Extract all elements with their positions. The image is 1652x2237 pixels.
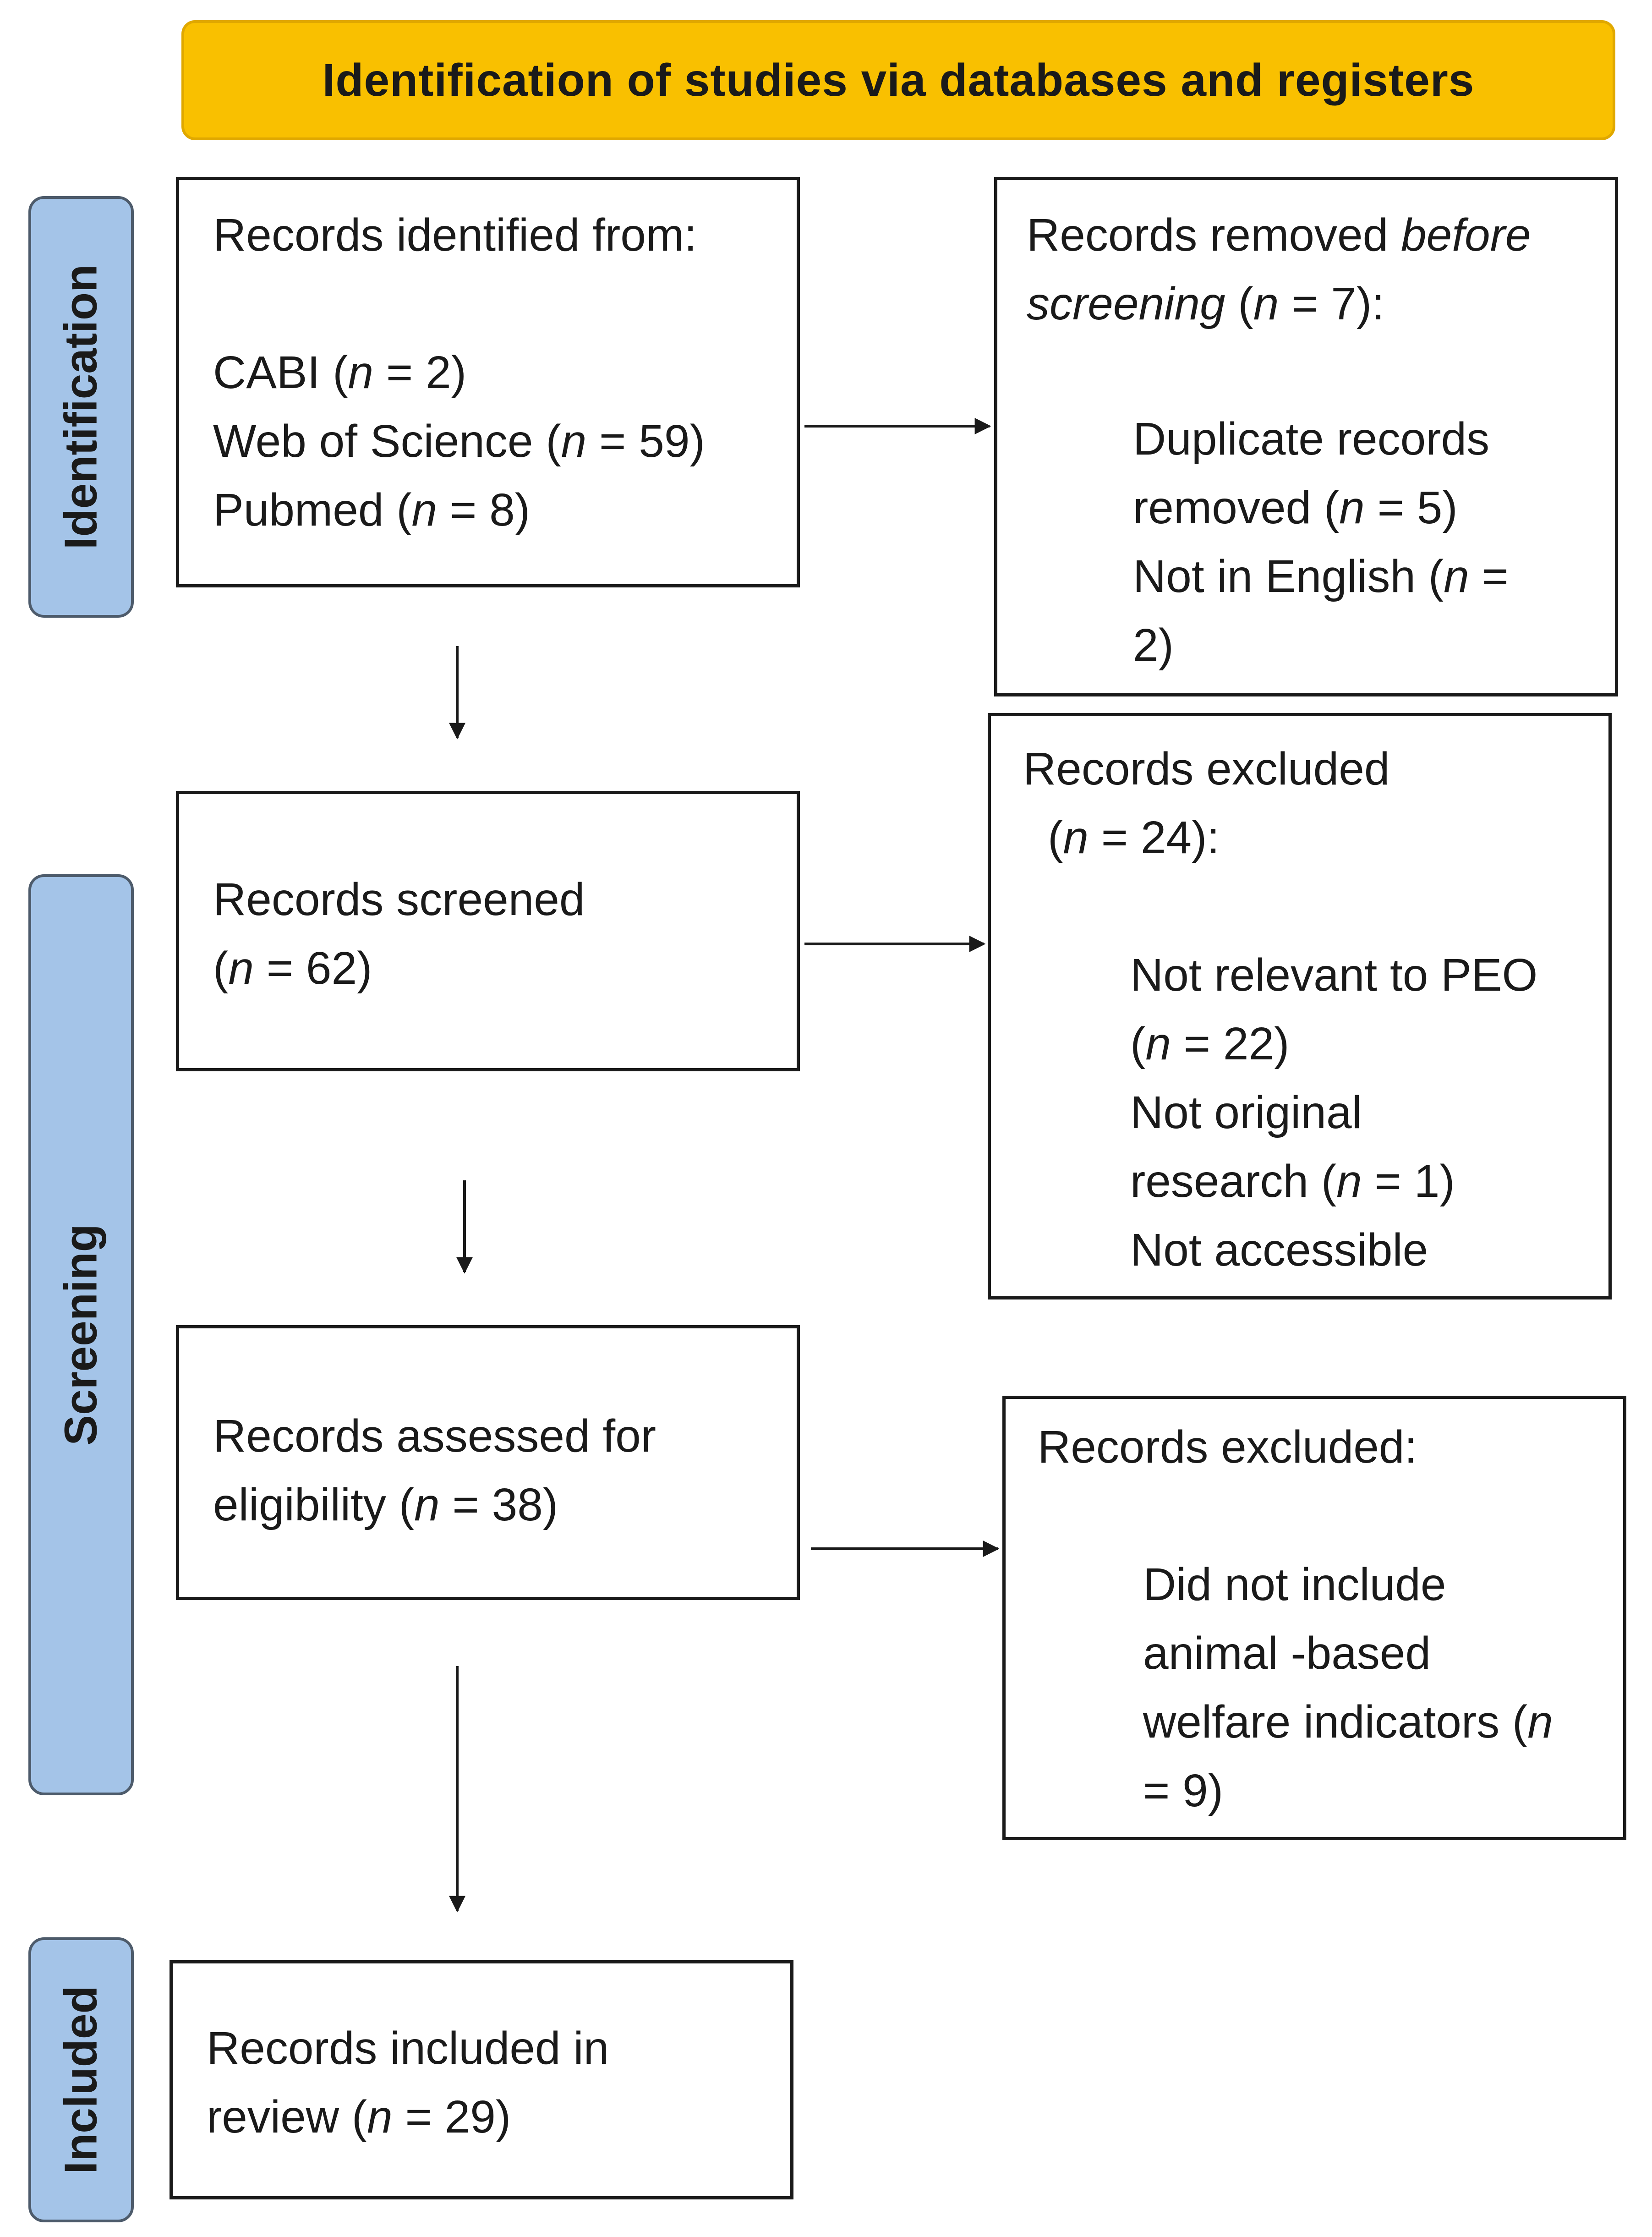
duplicates-line-1: Duplicate records: [1133, 413, 1490, 465]
web-of-science-count: Web of Science (n = 59): [213, 416, 705, 467]
records-removed-box: Records removed before screening (n = 7)…: [994, 177, 1618, 696]
records-removed-count: screening (n = 7):: [1027, 278, 1384, 329]
records-assessed-title: Records assessed for: [213, 1410, 656, 1462]
records-identified-title: Records identified from:: [213, 209, 697, 261]
not-accessible: Not accessible: [1130, 1224, 1428, 1276]
records-excluded-count: (n = 24):: [1048, 812, 1220, 863]
not-original-line-1: Not original: [1130, 1087, 1362, 1138]
header-banner: Identification of studies via databases …: [181, 20, 1615, 140]
phase-included: Included: [28, 1937, 134, 2222]
records-removed-title: Records removed before: [1027, 209, 1531, 261]
phase-identification: Identification: [28, 196, 134, 618]
records-included-title: Records included in: [207, 2023, 609, 2074]
duplicates-count: removed (n = 5): [1133, 482, 1458, 533]
animal-based-line-2: animal -based: [1143, 1628, 1431, 1679]
records-screened-title: Records screened: [213, 874, 585, 925]
records-assessed-count: eligibility (n = 38): [213, 1479, 558, 1530]
records-excluded-title: Records excluded: [1023, 743, 1390, 795]
animal-based-count: = 9): [1143, 1765, 1224, 1816]
records-excluded-screening-box: Records excluded (n = 24): Not relevant …: [988, 713, 1612, 1299]
not-original-count: research (n = 1): [1130, 1156, 1455, 1207]
not-relevant-peo-count: (n = 22): [1130, 1018, 1290, 1069]
animal-based-line-1: Did not include: [1143, 1559, 1446, 1610]
header-title: Identification of studies via databases …: [322, 54, 1475, 106]
cabi-count: CABI (n = 2): [213, 347, 466, 398]
pubmed-count: Pubmed (n = 8): [213, 484, 531, 536]
records-identified-box: Records identified from: CABI (n = 2) We…: [176, 177, 800, 587]
records-assessed-box: Records assessed for eligibility (n = 38…: [176, 1325, 800, 1600]
not-relevant-peo: Not relevant to PEO: [1130, 949, 1538, 1001]
phase-screening: Screening: [28, 874, 134, 1795]
records-excluded-eligibility-box: Records excluded: Did not include animal…: [1002, 1396, 1626, 1840]
not-english-line-1: Not in English (n =: [1133, 551, 1509, 602]
records-included-count: review (n = 29): [207, 2091, 511, 2143]
records-included-box: Records included in review (n = 29): [170, 1960, 793, 2199]
records-excluded-eligibility-title: Records excluded:: [1038, 1421, 1417, 1473]
not-english-line-2: 2): [1133, 620, 1174, 671]
animal-based-line-3: welfare indicators (n: [1143, 1696, 1553, 1748]
records-screened-box: Records screened (n = 62): [176, 791, 800, 1071]
records-screened-count: (n = 62): [213, 943, 372, 994]
